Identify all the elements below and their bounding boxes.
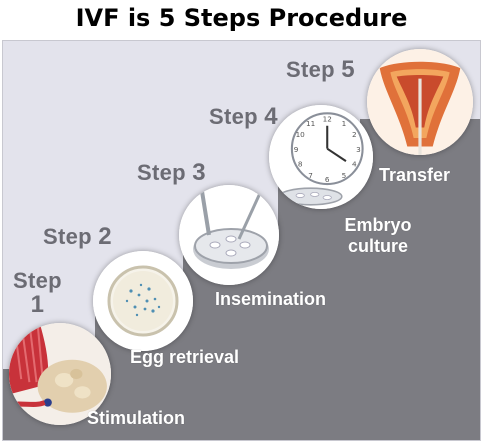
step-1-number: 1 (30, 291, 45, 318)
step-3-caption: Insemination (215, 289, 327, 309)
step-5-number: 5 (341, 56, 355, 83)
infographic-panel: Step 1 Step 2 Step 3 Step 4 Step 5 (2, 40, 481, 441)
svg-text:12: 12 (323, 115, 332, 124)
step-3-label: Step 3 (137, 161, 206, 185)
svg-text:10: 10 (296, 130, 306, 139)
petri-dish-pipette-icon (179, 185, 279, 285)
step-5-label: Step 5 (286, 58, 355, 82)
svg-text:4: 4 (352, 159, 357, 168)
step-2-word: Step (43, 224, 92, 249)
svg-text:7: 7 (308, 171, 313, 180)
step-4-caption: Embryo culture (335, 215, 421, 257)
step-5-caption: Transfer (379, 165, 451, 185)
uterus-icon (367, 49, 473, 155)
step-1-label: Step 1 (13, 269, 62, 317)
svg-text:5: 5 (342, 171, 347, 180)
step-4-word: Step (209, 104, 258, 129)
svg-text:3: 3 (356, 145, 361, 154)
svg-text:11: 11 (306, 119, 315, 128)
step-4-label: Step 4 (209, 105, 278, 129)
svg-text:1: 1 (342, 119, 347, 128)
egg-dish-icon (93, 251, 193, 351)
step-4-caption-line2: culture (347, 236, 408, 256)
step-3-word: Step (137, 160, 186, 185)
svg-text:8: 8 (298, 159, 303, 168)
step-4-number: 4 (264, 103, 278, 130)
step-2-caption: Egg retrieval (130, 347, 240, 367)
step-3-number: 3 (192, 159, 206, 186)
step-2-number: 2 (98, 223, 112, 250)
svg-text:9: 9 (294, 145, 299, 154)
page-title: IVF is 5 Steps Procedure (75, 4, 408, 32)
svg-text:2: 2 (352, 130, 357, 139)
step-1-word: Step (13, 268, 62, 293)
svg-text:6: 6 (325, 175, 330, 184)
step-4-caption-line1: Embryo (344, 215, 412, 235)
step-5-word: Step (286, 57, 335, 82)
ovary-icon (9, 323, 111, 425)
step-1-caption: Stimulation (87, 408, 185, 428)
step-2-label: Step 2 (43, 225, 112, 249)
